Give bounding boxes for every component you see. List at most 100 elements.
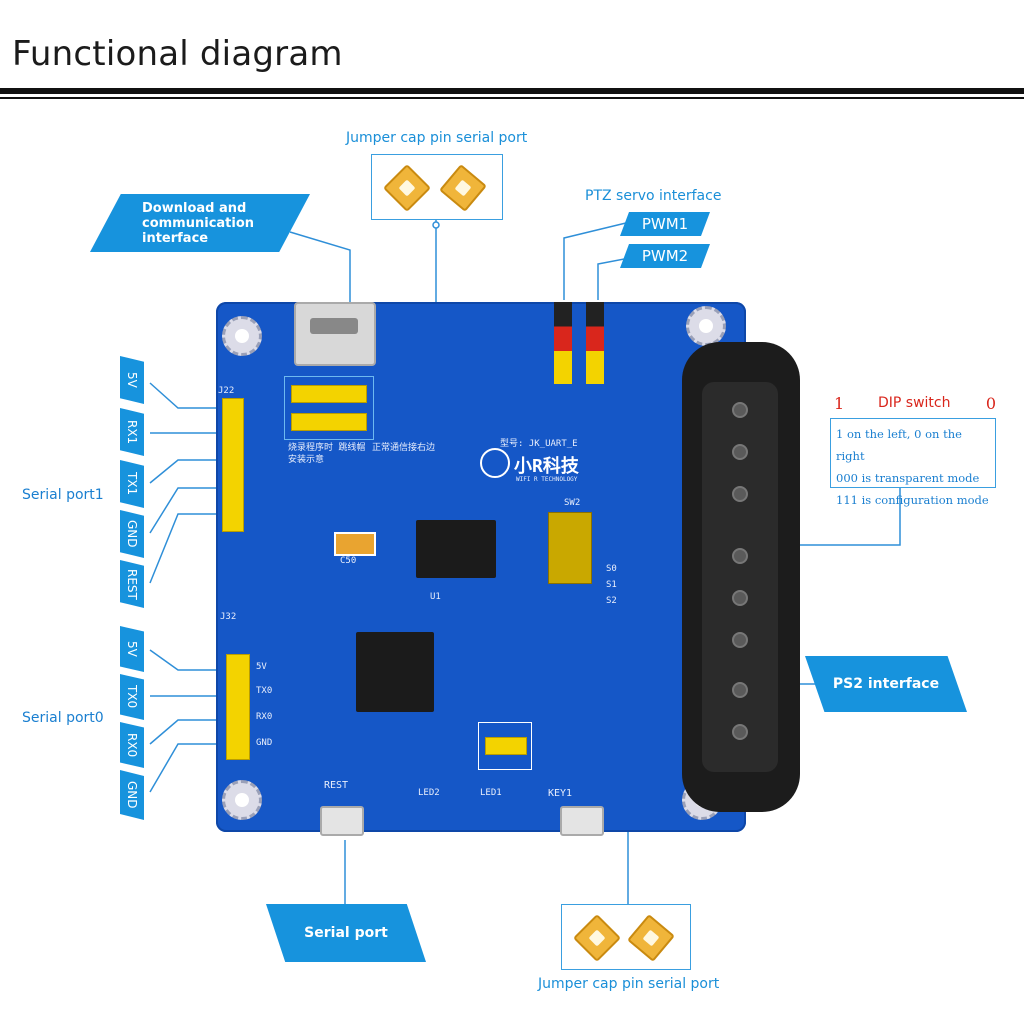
silk-note-right: 正常通信接右边 — [372, 443, 436, 453]
j32-pin-label: 5V — [256, 662, 267, 672]
pwm2-text: PWM2 — [641, 247, 689, 265]
sp0-pin-tag: TX0 — [120, 674, 144, 720]
download-callout: Download and communication interface — [90, 194, 310, 252]
ps2-pin — [732, 548, 748, 564]
ps2-pin — [732, 402, 748, 418]
capacitor-c50 — [334, 532, 376, 556]
brand-logo-icon — [480, 448, 510, 478]
sp0-pin-tag: RX0 — [120, 722, 144, 768]
title-rule-thick — [0, 88, 1024, 94]
dip-title: DIP switch — [878, 395, 951, 411]
ps2-pin — [732, 590, 748, 606]
jumper-cap-icon — [439, 164, 487, 212]
title-rule-thin — [0, 97, 1024, 99]
ps2-pin — [732, 682, 748, 698]
ps2-pin — [732, 444, 748, 460]
jumper-cap-icon — [572, 913, 622, 963]
sp1-pin-tag: 5V — [120, 356, 144, 404]
jumper-top-label: Jumper cap pin serial port — [346, 130, 528, 146]
pwm1-text: PWM1 — [641, 215, 689, 233]
ptz-label: PTZ servo interface — [585, 188, 722, 204]
sp1-pin-text: TX1 — [125, 472, 139, 496]
silk-note-left: 烧录程序时 跳线帽安装示意 — [288, 443, 366, 465]
sp1-pin-tag: TX1 — [120, 460, 144, 508]
jumper-cap-icon — [627, 914, 675, 962]
sw-label: S0 — [606, 564, 617, 574]
ps2-callout: PS2 interface — [805, 656, 967, 712]
dip-info-box: 1 on the left, 0 on the right 000 is tra… — [830, 418, 996, 507]
board-brand: 小R科技 — [514, 456, 579, 477]
dip-line: 000 is transparent mode — [836, 471, 980, 485]
jumper-header[interactable] — [291, 413, 367, 431]
sp0-pin-text: TX0 — [125, 685, 139, 709]
dip-line: 1 on the left, 0 on the right — [836, 427, 962, 463]
pwm1-tag: PWM1 — [620, 212, 710, 236]
servo-header-pwm2[interactable] — [586, 302, 604, 384]
board-model: 型号: JK_UART_E — [500, 439, 578, 449]
ps2-pin — [732, 724, 748, 740]
jumper-header-area — [284, 376, 374, 440]
key1-button[interactable] — [560, 806, 604, 836]
sp0-pin-text: RX0 — [125, 732, 139, 758]
sp1-pin-tag: REST — [120, 560, 144, 608]
chip-u1-label: U1 — [430, 592, 441, 602]
j22-header[interactable] — [222, 398, 244, 532]
bottom-jumper-area — [478, 722, 532, 770]
ps2-pin — [732, 486, 748, 502]
mount-hole — [222, 780, 262, 820]
sp1-pin-tag: GND — [120, 510, 144, 558]
pcb-board: 烧录程序时 跳线帽安装示意 正常通信接右边 型号: JK_UART_E 小R科技… — [216, 302, 746, 836]
jumper-bottom-label: Jumper cap pin serial port — [538, 976, 720, 992]
servo-header-pwm1[interactable] — [554, 302, 572, 384]
sp0-pin-tag: GND — [120, 770, 144, 820]
download-callout-text: Download and communication interface — [142, 200, 255, 246]
sp0-pin-text: GND — [125, 781, 139, 809]
jumper-header[interactable] — [291, 385, 367, 403]
dip-left-num: 1 — [834, 394, 845, 413]
serial-port1-label: Serial port1 — [22, 487, 104, 503]
j32-header[interactable] — [226, 654, 250, 760]
sw-label: S2 — [606, 596, 617, 606]
j32-pin-label: GND — [256, 738, 273, 748]
serial-port0-label: Serial port0 — [22, 710, 104, 726]
sp1-pin-text: 5V — [125, 372, 139, 388]
j32-pin-label: RX0 — [256, 712, 273, 722]
sp1-pin-text: RX1 — [125, 419, 139, 445]
mount-hole — [686, 306, 726, 346]
jumper-top-box — [371, 154, 503, 220]
j32-pin-label: TX0 — [256, 686, 273, 696]
dip-title-row: 1 DIP switch 0 — [830, 394, 1002, 414]
jumper-cap-icon — [382, 163, 432, 213]
page-title: Functional diagram — [12, 34, 343, 74]
sw2-label: SW2 — [564, 498, 581, 508]
micro-usb-port[interactable] — [294, 302, 376, 366]
sw-label: S1 — [606, 580, 617, 590]
key1-label: KEY1 — [548, 788, 573, 799]
led2-label: LED2 — [418, 788, 440, 798]
pwm2-tag: PWM2 — [620, 244, 710, 268]
chip-u1 — [416, 520, 496, 578]
board-brand-sub: WIFI R TECHNOLOGY — [516, 476, 578, 483]
dip-line: 111 is configuration mode — [836, 493, 989, 507]
j22-label: J22 — [218, 386, 235, 396]
serial-port-callout-text: Serial port — [304, 925, 388, 941]
ps2-connector-inner — [702, 382, 778, 772]
reset-button[interactable] — [320, 806, 364, 836]
sp1-pin-tag: RX1 — [120, 408, 144, 456]
ps2-connector[interactable] — [682, 342, 800, 812]
sp0-pin-text: 5V — [125, 641, 139, 657]
ps2-pin — [732, 632, 748, 648]
serial-port-callout: Serial port — [266, 904, 426, 962]
j32-label: J32 — [220, 612, 237, 622]
ps2-callout-text: PS2 interface — [832, 676, 940, 692]
led1-label: LED1 — [480, 788, 502, 798]
rest-label: REST — [324, 780, 349, 791]
dip-right-num: 0 — [985, 394, 996, 413]
bottom-jumper-header[interactable] — [485, 737, 527, 755]
c50-label: C50 — [340, 556, 357, 566]
mount-hole — [222, 316, 262, 356]
sp1-pin-text: GND — [125, 520, 139, 548]
sp1-pin-text: REST — [125, 568, 139, 600]
dip-switch[interactable] — [548, 512, 592, 584]
usb-slot — [310, 318, 358, 334]
